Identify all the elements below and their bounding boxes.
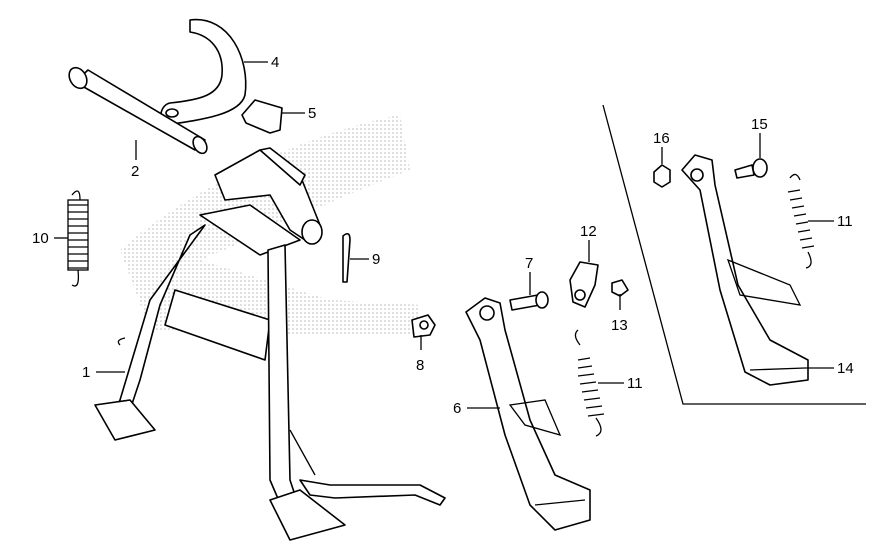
part-5-clip bbox=[241, 99, 283, 134]
part-9-cotter-pin bbox=[342, 232, 351, 283]
callout-12: 12 bbox=[580, 223, 597, 240]
callout-4: 4 bbox=[271, 54, 279, 71]
part-11-spring-lower bbox=[574, 329, 605, 437]
part-16-nut bbox=[653, 164, 671, 188]
part-4-hole bbox=[165, 108, 179, 118]
part-11-spring-upper bbox=[787, 173, 815, 269]
part-13-screw bbox=[611, 279, 629, 297]
callout-5: 5 bbox=[308, 105, 316, 122]
part-15-bolt bbox=[734, 164, 755, 179]
callout-11-upper: 11 bbox=[837, 213, 853, 230]
part-6-side-stand bbox=[465, 297, 591, 531]
part-10-spring bbox=[68, 190, 88, 287]
callout-8: 8 bbox=[416, 357, 424, 374]
part-14-side-stand bbox=[681, 154, 809, 386]
part-15-bolt-head bbox=[752, 158, 768, 178]
section-boundary-line bbox=[602, 104, 866, 405]
callout-13: 13 bbox=[611, 317, 628, 334]
callout-9: 9 bbox=[372, 251, 380, 268]
part-7-bolt-head bbox=[535, 291, 549, 309]
callout-10: 10 bbox=[32, 230, 49, 247]
callout-11-lower: 11 bbox=[627, 375, 643, 392]
part-2-pipe-flange bbox=[68, 66, 88, 90]
callout-6: 6 bbox=[453, 400, 461, 417]
part-12-hole bbox=[574, 289, 586, 301]
leader-lines bbox=[54, 61, 834, 409]
part-10-spring-body bbox=[67, 199, 89, 271]
part-2-pipe-end bbox=[192, 135, 208, 155]
callout-7: 7 bbox=[525, 255, 533, 272]
callout-16: 16 bbox=[653, 130, 670, 147]
part-1-main-stand bbox=[94, 147, 446, 541]
callout-15: 15 bbox=[751, 116, 768, 133]
part-8-nut-hole bbox=[419, 320, 429, 330]
callout-14: 14 bbox=[837, 360, 854, 377]
callout-1: 1 bbox=[82, 364, 90, 381]
callout-2: 2 bbox=[131, 163, 139, 180]
part-12-switch bbox=[569, 261, 599, 308]
